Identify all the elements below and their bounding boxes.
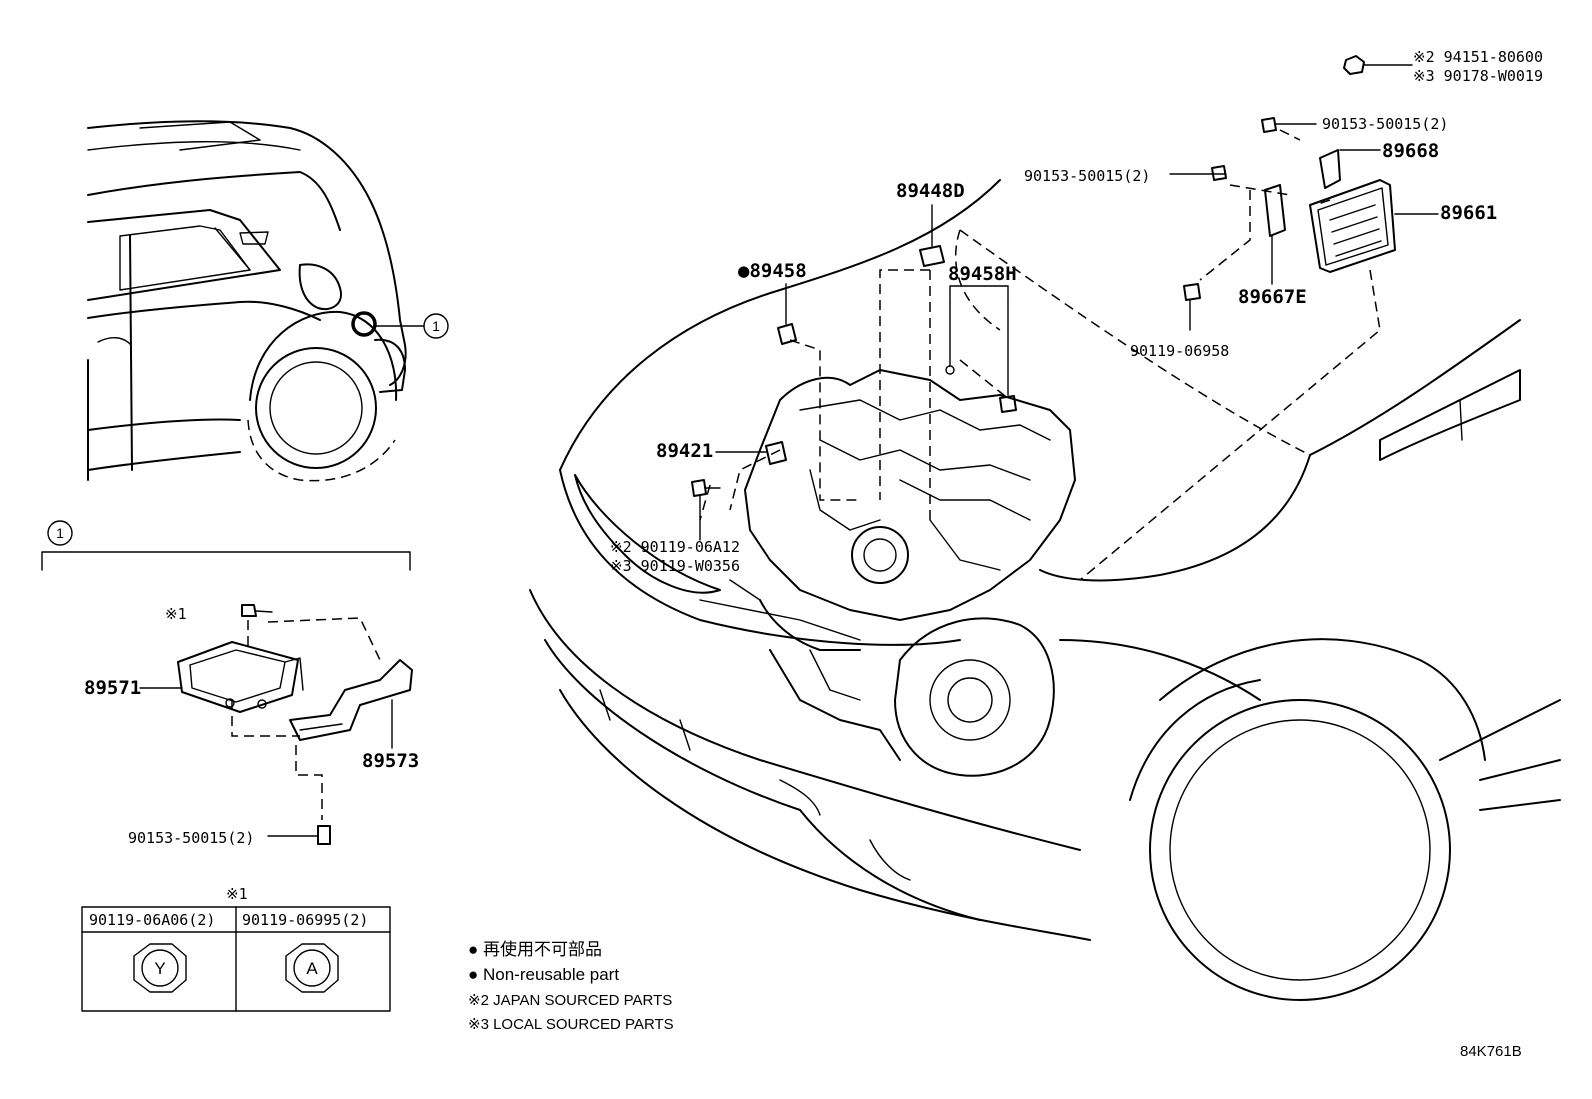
legend: ● 再使用不可部品 ● Non-reusable part ※2 JAPAN S… <box>468 939 674 1033</box>
callout-89668: 89668 <box>1382 140 1439 162</box>
bolt-mark-a-icon: A <box>306 959 318 978</box>
callout-bolt-90153-upper: 90153-50015(2) <box>1322 115 1448 133</box>
bolt-table-col1-part: 90119-06A06(2) <box>89 911 215 929</box>
callout-nut-local: ※3 90178-W0019 <box>1413 67 1543 85</box>
bolt-table-col2-part: 90119-06995(2) <box>242 911 368 929</box>
inset-header-marker: 1 <box>56 525 64 541</box>
legend-japan-sourced: ※2 JAPAN SOURCED PARTS <box>468 992 672 1009</box>
bolt-table: ※1 90119-06A06(2) 90119-06995(2) Y A <box>81 885 391 1012</box>
sensor-parts <box>691 204 1017 541</box>
callout-89458h: 89458H <box>948 263 1017 285</box>
diagram-reference-code: 84K761B <box>1460 1043 1522 1060</box>
callout-bolt-90153-left: 90153-50015(2) <box>1024 167 1150 185</box>
callout-bolt-90119-06958: 90119-06958 <box>1130 342 1229 360</box>
callout-89573: 89573 <box>362 750 419 772</box>
bolt-mark-y-icon: Y <box>154 959 165 978</box>
legend-local-sourced: ※3 LOCAL SOURCED PARTS <box>468 1016 674 1033</box>
ecu-assembly <box>1169 55 1413 331</box>
callout-bolt-jp: ※2 90119-06A12 <box>610 538 740 556</box>
callout-89458: ●89458 <box>738 260 807 282</box>
callout-bracket-bolt: 90153-50015(2) <box>128 829 254 847</box>
legend-non-reusable-jp: ● 再使用不可部品 <box>468 939 602 959</box>
callout-nut-jp: ※2 94151-80600 <box>1413 48 1543 66</box>
callout-bolt-note: ※1 <box>165 605 187 623</box>
callout-89571: 89571 <box>84 677 141 699</box>
callout-bolt-local: ※3 90119-W0356 <box>610 557 740 575</box>
callout-89667e: 89667E <box>1238 286 1307 308</box>
inset-marker-label: 1 <box>432 318 440 334</box>
callout-89661: 89661 <box>1440 202 1497 224</box>
rear-vehicle-illustration: 1 <box>87 120 449 482</box>
legend-non-reusable-en: ● Non-reusable part <box>468 965 619 984</box>
inset-detail: 1 ※1 89571 89573 90153-50015(2) <box>41 520 419 847</box>
bolt-table-note: ※1 <box>226 885 248 903</box>
front-vehicle-illustration <box>529 129 1561 1001</box>
callout-89448d: 89448D <box>896 180 965 202</box>
callout-89421: 89421 <box>656 440 713 462</box>
